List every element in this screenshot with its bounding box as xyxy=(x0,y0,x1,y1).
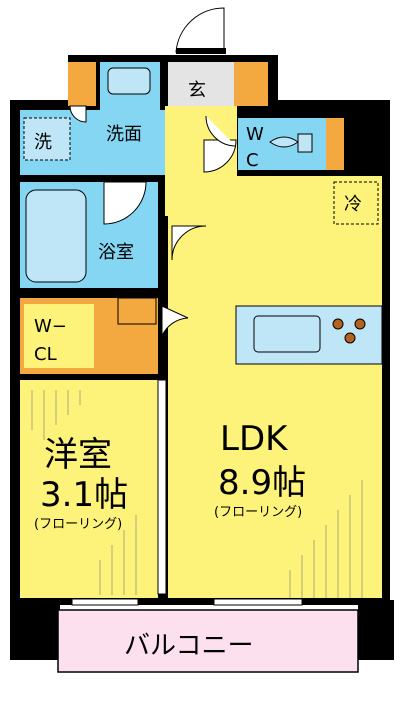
wc-storage xyxy=(326,118,344,170)
fridge-label: 冷 xyxy=(344,194,362,215)
closet-label-top: W− xyxy=(34,316,67,337)
wc-label-top: W xyxy=(246,124,264,145)
ldk-floor-lines xyxy=(289,480,363,598)
washer-label: 洗 xyxy=(34,132,52,153)
kitchen-sink xyxy=(253,315,321,353)
stove-burners xyxy=(332,318,366,344)
balcony-label: バルコニー xyxy=(124,631,253,661)
closet-inner xyxy=(24,304,94,368)
ldk-size: 8.9帖 xyxy=(218,463,306,503)
ldk-upper-area xyxy=(168,210,382,300)
bathtub xyxy=(25,189,87,283)
sink-fixture xyxy=(107,67,151,95)
fridge-space xyxy=(333,181,379,225)
entrance-door xyxy=(175,7,226,54)
interior-doors xyxy=(69,105,237,337)
entrance-area xyxy=(168,62,234,106)
ldk-floor: (フローリング) xyxy=(214,505,302,520)
closet-label-bottom: CL xyxy=(34,344,57,365)
entrance-shoebox xyxy=(234,62,268,106)
entrance-label: 玄 xyxy=(188,80,206,101)
western-room-floor: (フローリング) xyxy=(34,517,122,532)
western-room-size: 3.1帖 xyxy=(40,475,128,515)
washer-space xyxy=(23,117,71,161)
closet-corner xyxy=(117,297,157,325)
balcony-area xyxy=(57,609,359,673)
western-room-name: 洋室 xyxy=(44,435,112,475)
toilet-tank xyxy=(297,133,313,153)
washroom-storage xyxy=(68,62,96,106)
bath-label: 浴室 xyxy=(98,242,134,263)
balcony-windows xyxy=(71,598,303,606)
western-floor-lines xyxy=(31,390,137,595)
washroom-label: 洗面 xyxy=(106,124,142,145)
western-room-area xyxy=(20,380,158,598)
sliding-door xyxy=(157,379,167,595)
wc-label-bottom: C xyxy=(246,150,259,171)
ldk-name: LDK xyxy=(220,419,289,459)
